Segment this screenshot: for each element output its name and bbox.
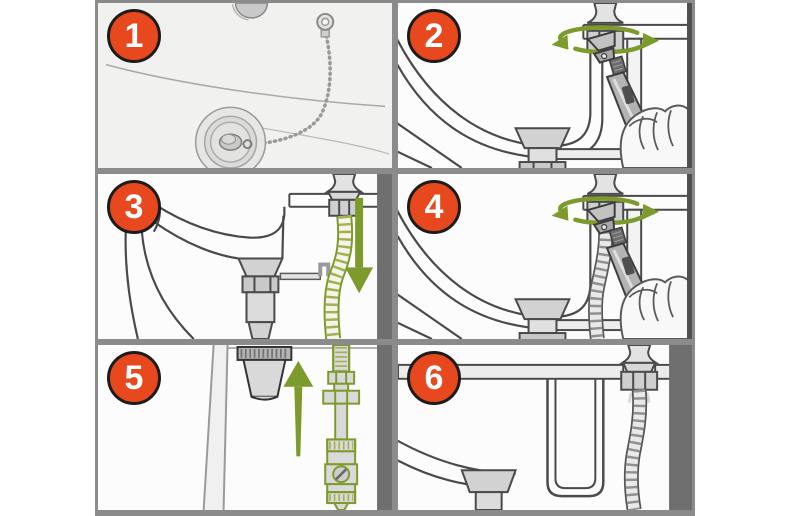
illustration-insert-assembly: [202, 345, 392, 510]
wall-strip: [669, 345, 692, 510]
faucet-base-icon: [231, 3, 269, 21]
panel-edge-line: [687, 174, 692, 339]
step-panel-2: 2: [398, 3, 692, 168]
wall-strip: [377, 345, 392, 510]
step-number: 2: [424, 17, 444, 55]
step-badge-6: 6: [407, 351, 461, 405]
rotation-arrows-icon: [551, 196, 660, 226]
drain-flange: [514, 298, 571, 339]
wall-strip: [377, 174, 392, 339]
tailpiece: [618, 345, 660, 403]
drain-body-knurled-cap: [236, 345, 293, 401]
corrugated-hose: [587, 223, 614, 339]
step-number: 3: [124, 188, 144, 226]
rubber-stopper-icon: [194, 106, 267, 168]
step-badge-2: 2: [407, 9, 461, 63]
pedestal-edge: [202, 345, 229, 510]
pop-up-rod: [279, 262, 331, 281]
step-badge-1: 1: [107, 9, 161, 63]
step-panel-1: 1: [98, 3, 392, 168]
overflow-loop-pipe: [546, 378, 605, 498]
panel-edge-line: [687, 3, 692, 168]
new-drain-assembly: [322, 345, 361, 510]
illustration-tighten-nut: [398, 174, 692, 339]
step-badge-5: 5: [107, 351, 161, 405]
step-number: 5: [124, 359, 144, 397]
drain-flange: [514, 127, 571, 168]
illustration-loosen-nut: [398, 3, 692, 168]
step-number: 4: [424, 188, 444, 226]
step-badge-3: 3: [107, 180, 161, 234]
corrugated-hose-installed: [623, 389, 648, 510]
illustration-completed-install: [398, 345, 692, 510]
step-panel-6: 6: [398, 345, 692, 510]
drain-trap: [236, 257, 284, 339]
chain-anchor-icon: [316, 12, 335, 38]
step-badge-4: 4: [407, 180, 461, 234]
step-panel-5: 5: [98, 345, 392, 510]
drain-flange: [460, 469, 518, 510]
down-arrow-icon: [345, 197, 374, 294]
step-number: 1: [124, 17, 144, 55]
step-number: 6: [424, 359, 444, 397]
illustration-pull-hose-down: [114, 174, 392, 339]
illustration-stopper-chain: [105, 3, 390, 168]
corrugated-hose-old: [323, 214, 354, 339]
chain: [251, 29, 332, 146]
up-arrow-icon: [283, 360, 314, 457]
step-panel-3: 3: [98, 174, 392, 339]
step-panel-4: 4: [398, 174, 692, 339]
hand-icon: [619, 104, 692, 168]
hand-icon: [619, 275, 692, 339]
step-grid: 1: [95, 0, 695, 516]
